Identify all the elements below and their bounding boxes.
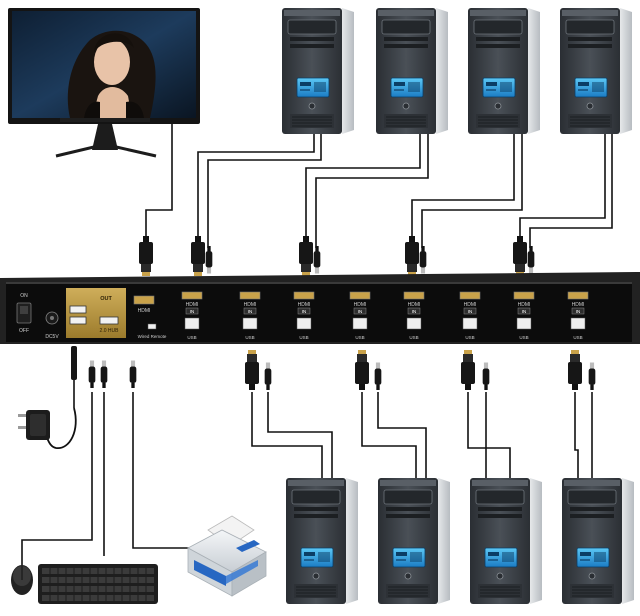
port-3-in-label: IN (302, 309, 307, 314)
port-6-in-label: IN (468, 309, 473, 314)
port-1-in-label: IN (190, 309, 195, 314)
computer-2-icon (375, 7, 449, 134)
port-7-in-label: IN (522, 309, 527, 314)
port-2-usb-label: USB (245, 335, 254, 340)
computer-1-icon (281, 7, 355, 134)
power-on-label: ON (20, 293, 28, 299)
port-5-in-label: IN (412, 309, 417, 314)
usb-hub-label: 2.0 HUB (100, 328, 120, 334)
computer-5-icon (285, 477, 359, 604)
computer-7-icon (469, 477, 543, 604)
port-8-hdmi-label: HDMI (572, 302, 585, 308)
port-6-hdmi-label: HDMI (464, 302, 477, 308)
port-4-hdmi-label: HDMI (354, 302, 367, 308)
port-7-usb-label: USB (519, 335, 528, 340)
computer-3-icon (467, 7, 541, 134)
port-5-usb-label: USB (409, 335, 418, 340)
mouse-icon (11, 565, 33, 595)
computer-4-icon (559, 7, 633, 134)
port-8-in-label: IN (576, 309, 581, 314)
port-3-hdmi-label: HDMI (298, 302, 311, 308)
port-2-in-label: IN (248, 309, 253, 314)
port-1-usb-label: USB (187, 335, 196, 340)
monitor-icon (8, 8, 200, 158)
port-4-in-label: IN (358, 309, 363, 314)
input-port-6: HDMI IN USB (459, 291, 481, 340)
input-port-1: HDMI IN USB (181, 291, 203, 340)
computer-8-icon (561, 477, 635, 604)
port-5-hdmi-label: HDMI (408, 302, 421, 308)
port-6-usb-label: USB (465, 335, 474, 340)
cables (21, 122, 613, 566)
port-7-hdmi-label: HDMI (518, 302, 531, 308)
port-4-usb-label: USB (355, 335, 364, 340)
input-port-7: HDMI IN USB (513, 291, 535, 340)
input-port-4: HDMI IN USB (349, 291, 371, 340)
out-label: OUT (100, 296, 112, 302)
input-port-2: HDMI IN USB (239, 291, 261, 340)
hdmi-out-label: HDMI (138, 308, 151, 314)
input-port-3: HDMI IN USB (293, 291, 315, 340)
kvm-switch: ON OFF DC5V OUT 2.0 HUB HDMI Wired Remot… (0, 272, 640, 344)
power-off-label: OFF (19, 328, 29, 334)
keyboard-icon (38, 564, 158, 604)
port-2-hdmi-label: HDMI (244, 302, 257, 308)
port-3-usb-label: USB (299, 335, 308, 340)
dc-label: DC5V (45, 334, 59, 340)
input-port-5: HDMI IN USB (403, 291, 425, 340)
usb-hub-ports (69, 305, 119, 325)
printer-icon (187, 515, 267, 597)
port-8-usb-label: USB (573, 335, 582, 340)
computer-6-icon (377, 477, 451, 604)
hdmi-out-port (133, 295, 155, 305)
port-1-hdmi-label: HDMI (186, 302, 199, 308)
wired-remote-port (147, 323, 157, 330)
wired-remote-label: Wired Remote (138, 334, 167, 339)
input-port-8: HDMI IN USB (567, 291, 589, 340)
top-plugs (139, 236, 535, 276)
power-adapter-icon (18, 407, 77, 449)
bottom-plugs (71, 346, 596, 390)
